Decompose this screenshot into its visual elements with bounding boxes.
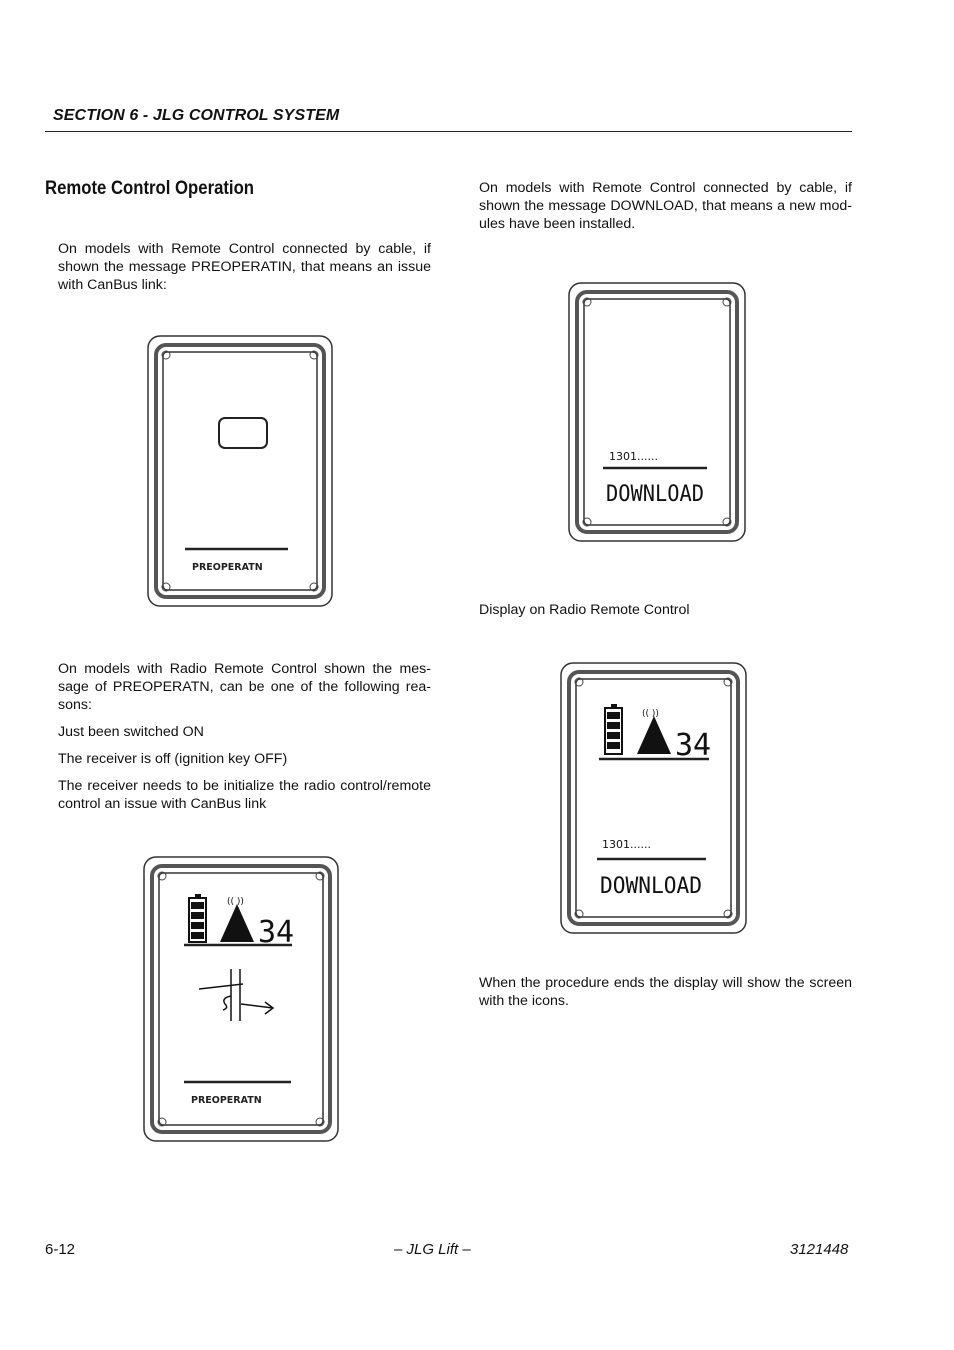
radio-caption: Display on Radio Remote Control [479,602,690,618]
battery-icon [604,704,623,755]
display-code: 1301...... [602,838,651,851]
cable-preoperatn-display: PREOPERATN [147,335,333,607]
display-message: PREOPERATN [192,562,263,573]
signal-number: 34 [675,728,711,763]
procedure-end-paragraph: When the procedure ends the display will… [479,975,852,1009]
reason-receiver-off: The receiver is off (ignition key OFF) [58,751,288,767]
header-rule [45,131,852,132]
radio-preop-paragraph: On models with Radio Remote Control show… [58,661,431,713]
svg-text:(( )): (( )) [642,709,659,719]
disconnected-link-icon [198,969,275,1021]
antenna-signal-icon: (( )) [637,709,671,754]
document-number: 3121448 [790,1241,849,1258]
display-message: DOWNLOAD [600,874,702,899]
cable-preop-paragraph: On models with Remote Control connected … [58,241,431,293]
radio-download-display: (( )) 34 1301...... DOWNLOAD [560,662,747,934]
cable-download-paragraph: On models with Remote Control connected … [479,180,852,232]
page-number: 6-12 [45,1241,76,1258]
battery-icon [188,894,207,943]
reason-switched-on: Just been switched ON [58,724,204,740]
svg-text:(( )): (( )) [227,897,244,907]
display-message: DOWNLOAD [606,482,704,507]
footer-brand: – JLG Lift – [394,1241,471,1258]
display-code: 1301...... [609,450,658,463]
antenna-signal-icon: (( )) [220,897,254,942]
section-title: SECTION 6 - JLG CONTROL SYSTEM [53,107,340,124]
reason-initialize: The receiver needs to be initialize the … [58,778,431,812]
display-message: PREOPERATN [191,1095,262,1106]
radio-preoperatn-display: (( )) 34 PREOPERATN [143,856,339,1142]
page-heading: Remote Control Operation [45,178,255,199]
cable-download-display: 1301...... DOWNLOAD [568,282,746,542]
